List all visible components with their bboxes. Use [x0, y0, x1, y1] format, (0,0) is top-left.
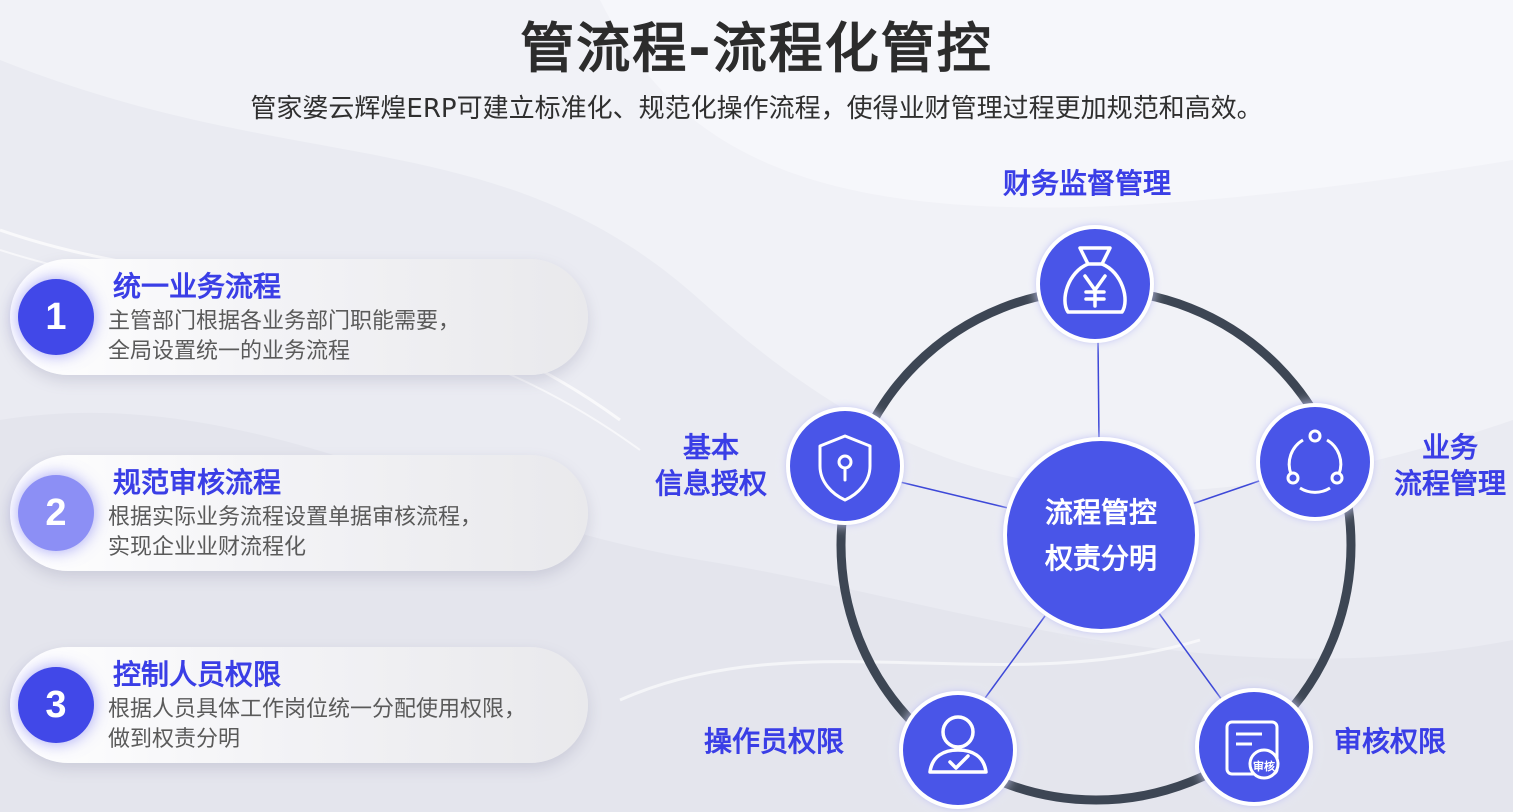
feature-description-line: 主管部门根据各业务部门职能需要，	[108, 309, 461, 334]
shield-lock-icon	[818, 434, 872, 502]
feature-description-line: 根据人员具体工作岗位统一分配使用权限，	[108, 697, 527, 722]
node-label-line: 业务	[1421, 431, 1478, 464]
feature-number-badge: 3	[18, 667, 94, 743]
feature-description: 主管部门根据各业务部门职能需要， 全局设置统一的业务流程	[108, 307, 460, 367]
connector-line	[1157, 611, 1223, 701]
page-subtitle: 管家婆云辉煌ERP可建立标准化、规范化操作流程，使得业财管理过程更加规范和高效。	[250, 94, 1263, 124]
connector-line	[979, 615, 1046, 706]
feature-description: 根据人员具体工作岗位统一分配使用权限， 做到权责分明	[108, 695, 526, 755]
node-label-line: 信息授权	[654, 467, 767, 500]
center-label-line: 权责分明	[1044, 542, 1157, 575]
node-business-process	[1256, 403, 1374, 521]
center-circle	[1003, 437, 1199, 633]
feature-title: 统一业务流程	[113, 270, 282, 303]
page-title: 管流程-流程化管控	[520, 17, 993, 80]
audit-document-icon	[1225, 720, 1280, 780]
node-finance-supervision	[1036, 225, 1154, 343]
node-operator-permission	[899, 691, 1017, 809]
money-bag-icon	[1063, 246, 1127, 314]
feature-title: 控制人员权限	[113, 658, 282, 691]
node-audit-permission	[1195, 688, 1313, 806]
feature-number-badge: 1	[18, 279, 94, 355]
feature-description-line: 实现企业业财流程化	[108, 535, 307, 560]
cycle-flow-icon	[1286, 429, 1344, 494]
center-label-line: 流程管控	[1044, 496, 1157, 529]
feature-description-line: 根据实际业务流程设置单据审核流程，	[108, 505, 483, 530]
connector-line	[1097, 339, 1100, 441]
center-label: 流程管控 权责分明	[1005, 490, 1197, 582]
node-basic-info-authorization	[786, 407, 904, 525]
feature-card-2: 2 规范审核流程 根据实际业务流程设置单据审核流程， 实现企业业财流程化	[10, 455, 588, 571]
node-label-operator: 操作员权限	[704, 725, 845, 758]
feature-description-line: 做到权责分明	[108, 727, 241, 752]
node-label-audit: 审核权限	[1334, 725, 1447, 758]
node-label-finance: 财务监督管理	[1003, 167, 1172, 200]
node-label-business: 业务 流程管理	[1390, 430, 1510, 502]
node-label-line: 基本	[682, 431, 739, 464]
feature-title: 规范审核流程	[113, 466, 282, 499]
node-label-line: 流程管理	[1393, 467, 1506, 500]
operator-person-icon	[928, 715, 988, 774]
audit-badge-text: 审核	[1253, 760, 1275, 773]
feature-number-badge: 2	[18, 475, 94, 551]
feature-description-line: 全局设置统一的业务流程	[108, 339, 351, 364]
connector-line	[1191, 479, 1263, 505]
feature-description: 根据实际业务流程设置单据审核流程， 实现企业业财流程化	[108, 503, 482, 563]
feature-card-1: 1 统一业务流程 主管部门根据各业务部门职能需要， 全局设置统一的业务流程	[10, 259, 588, 375]
connector-line	[899, 481, 1009, 509]
node-label-basic-info: 基本 信息授权	[650, 430, 772, 502]
feature-card-3: 3 控制人员权限 根据人员具体工作岗位统一分配使用权限， 做到权责分明	[10, 647, 588, 763]
